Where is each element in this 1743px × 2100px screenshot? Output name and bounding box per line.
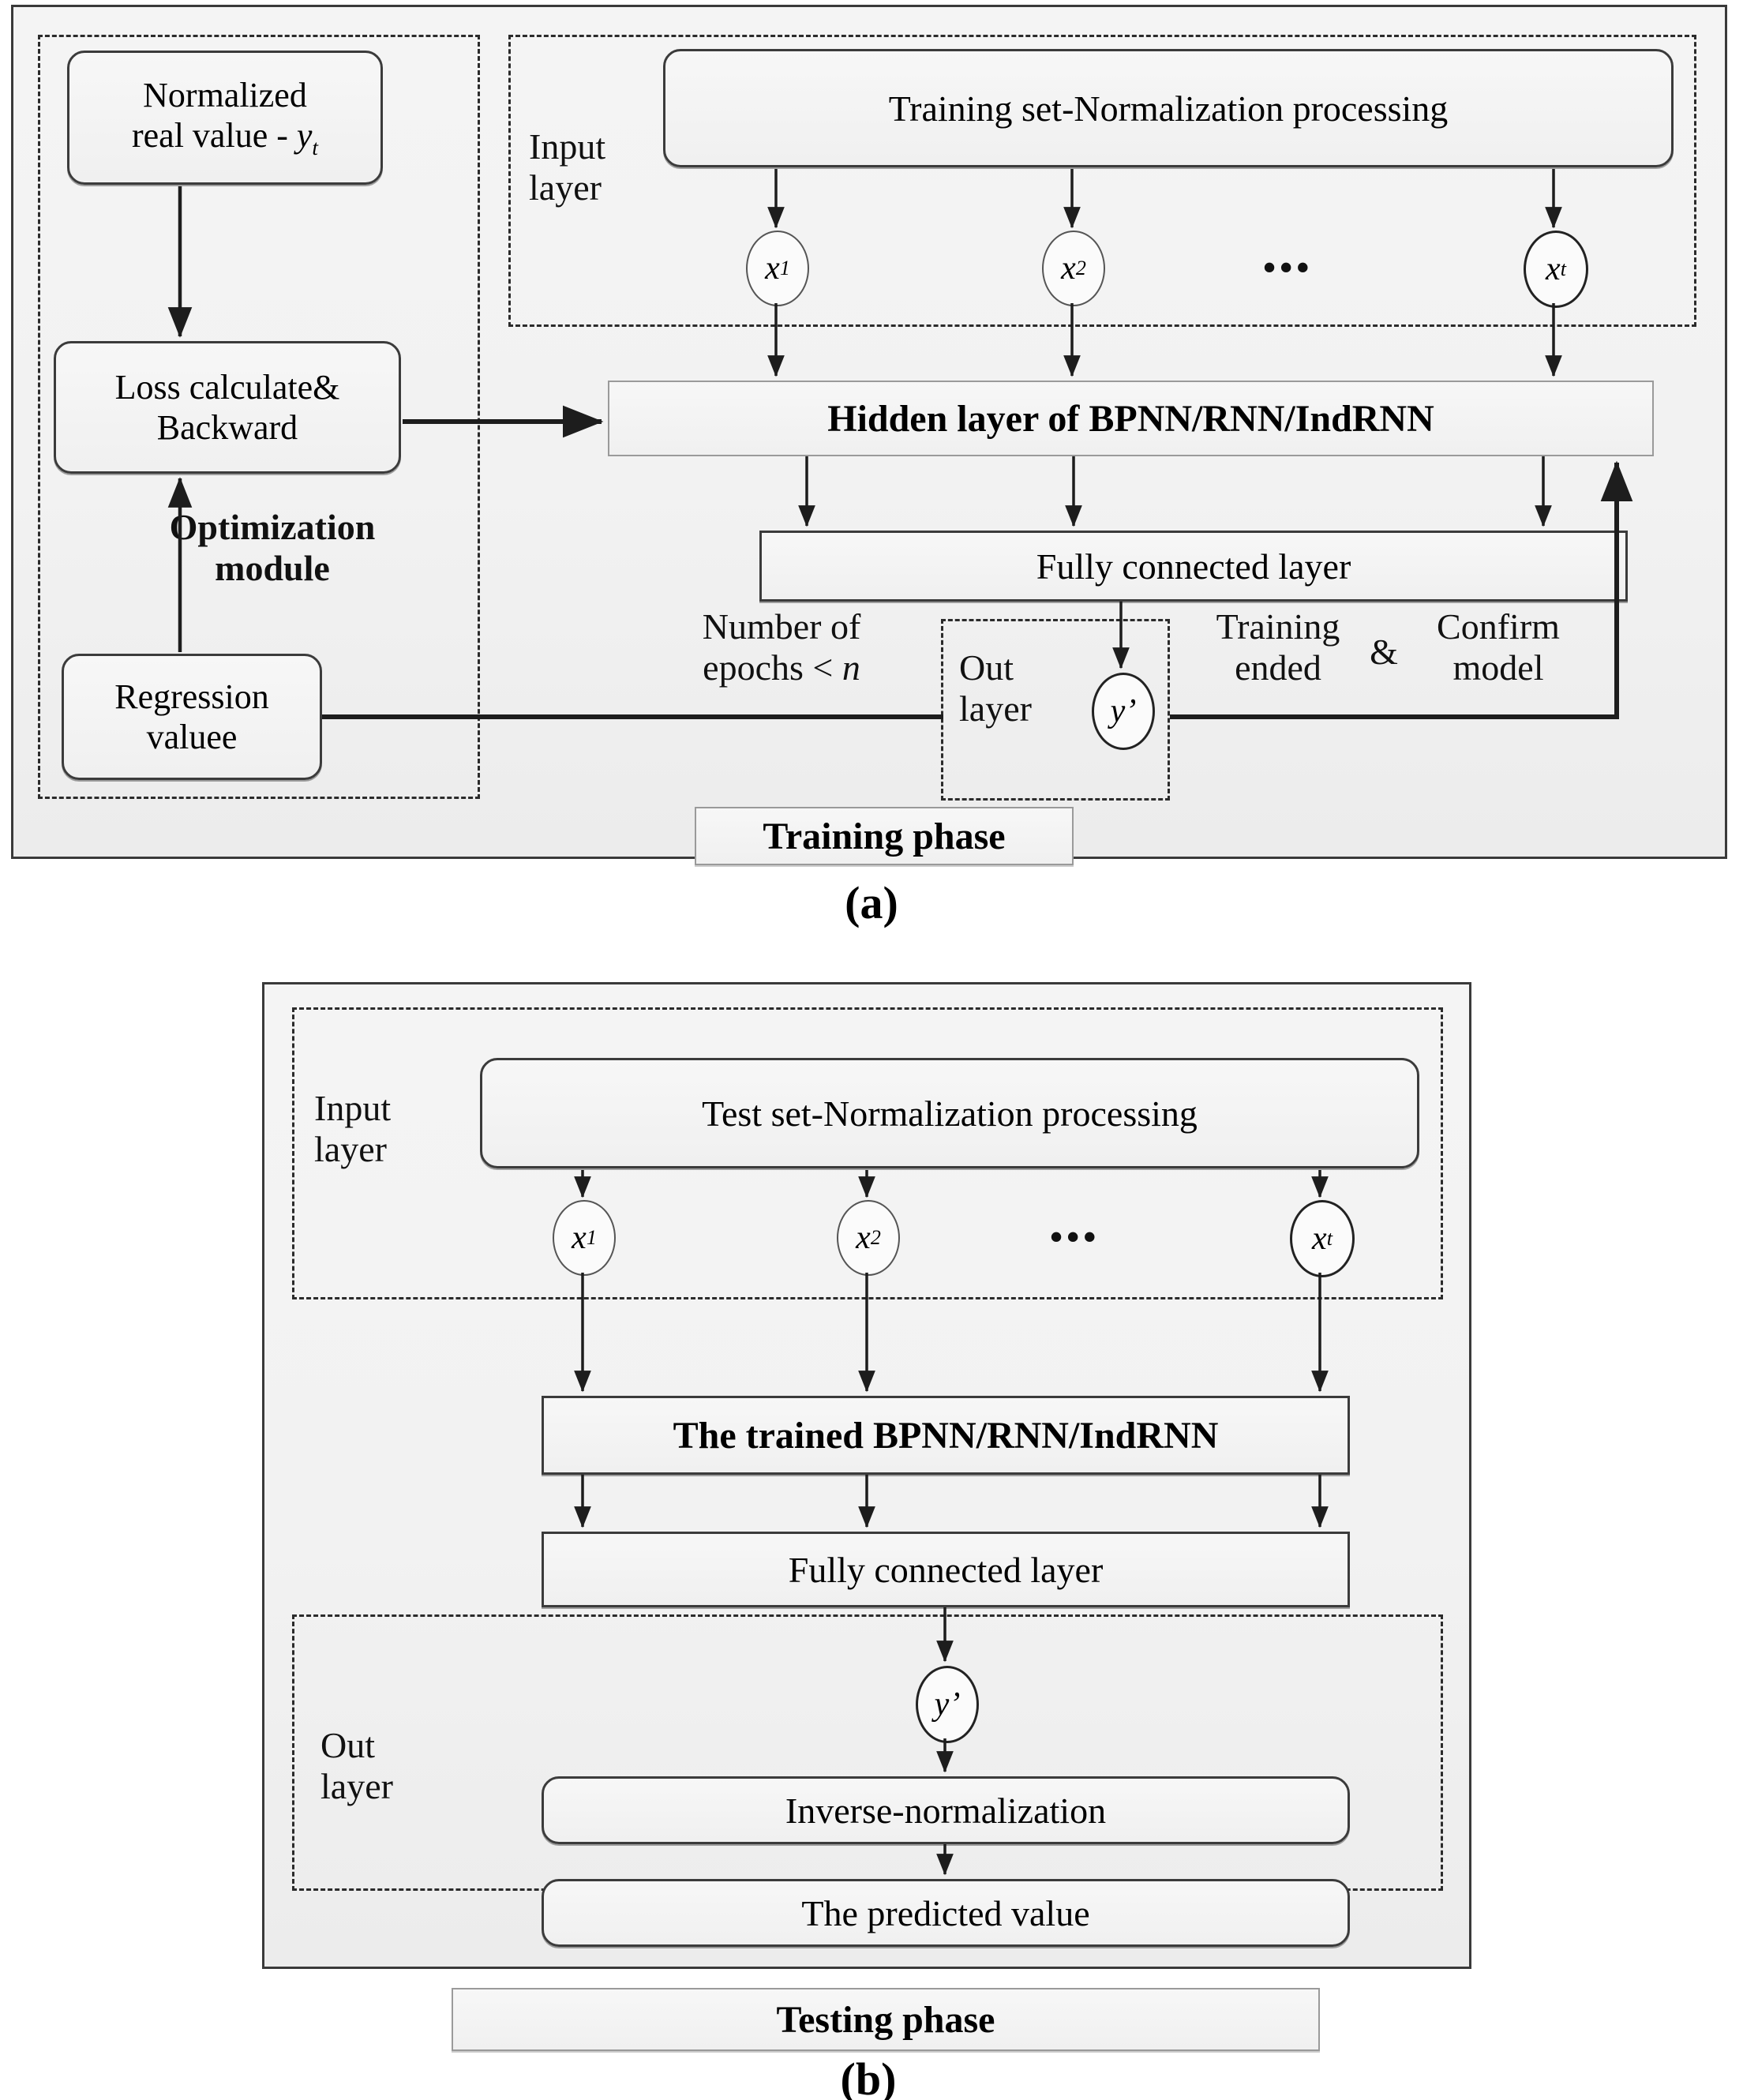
input-node-x2-symbol: x: [1061, 250, 1076, 287]
input-ellipsis-a: •••: [1263, 247, 1314, 287]
caption-a: (a): [845, 877, 898, 928]
group-input-layer-a: [508, 35, 1696, 327]
epochs-line1: Number of: [702, 606, 861, 647]
input-node-xt-symbol: x: [1546, 251, 1561, 287]
normalized-real-value-line1: Normalized: [143, 76, 307, 115]
output-node-yprime-b-symbol: y’: [934, 1686, 961, 1723]
box-training-set-normalization[interactable]: Training set-Normalization processing: [663, 49, 1674, 167]
input-node-xt-subscript: t: [1560, 257, 1566, 280]
loss-line1: Loss calculate&: [114, 368, 340, 407]
group-out-layer-a: [941, 619, 1170, 801]
label-training-ended: Training ended: [1179, 606, 1377, 688]
label-out-layer-b: Out layer: [320, 1725, 470, 1806]
box-testing-phase: Testing phase: [452, 1988, 1320, 2051]
regression-line1: Regression: [114, 677, 269, 716]
output-node-yprime-a[interactable]: y’: [1092, 673, 1155, 750]
confirm-line2: model: [1452, 647, 1544, 688]
epochs-symbol: n: [842, 647, 860, 688]
normalized-real-value-subscript: t: [312, 135, 318, 159]
regression-line2: valuee: [146, 718, 238, 756]
out-layer-b-line2: layer: [320, 1765, 393, 1806]
loss-line2: Backward: [156, 408, 298, 447]
out-layer-b-line1: Out: [320, 1725, 375, 1765]
input-node-x1-b-subscript: 1: [586, 1226, 597, 1249]
box-training-phase: Training phase: [695, 807, 1074, 865]
group-optimization-module: [38, 35, 480, 799]
epochs-line2: epochs <: [703, 647, 842, 688]
optimization-module-line2: module: [215, 547, 330, 588]
input-node-x1-symbol: x: [765, 250, 780, 287]
optimization-module-line1: Optimization: [169, 507, 376, 547]
box-fully-connected-layer-b[interactable]: Fully connected layer: [542, 1532, 1350, 1607]
input-layer-b-line1: Input: [314, 1088, 392, 1128]
input-ellipsis-b: •••: [1050, 1217, 1100, 1257]
training-ended-line2: ended: [1235, 647, 1321, 688]
label-input-layer-b: Input layer: [314, 1088, 464, 1169]
box-regression-value[interactable]: Regression valuee: [62, 654, 322, 780]
out-layer-a-line1: Out: [959, 647, 1014, 688]
training-ended-line1: Training: [1216, 606, 1340, 647]
input-node-x2-b-symbol: x: [856, 1220, 871, 1256]
input-node-x1-b-symbol: x: [572, 1220, 587, 1256]
confirm-line1: Confirm: [1437, 606, 1560, 647]
normalized-real-value-line2: real value -: [132, 116, 297, 156]
label-optimization-module: Optimization module: [87, 507, 458, 588]
input-layer-a-line2: layer: [529, 167, 602, 208]
output-node-yprime-symbol: y’: [1110, 693, 1137, 729]
input-layer-a-line1: Input: [529, 126, 606, 167]
caption-b: (b): [840, 2053, 897, 2100]
input-layer-b-line2: layer: [314, 1128, 387, 1169]
input-node-x2-b-subscript: 2: [870, 1226, 881, 1249]
box-loss-calculate-backward[interactable]: Loss calculate& Backward: [54, 341, 401, 474]
input-node-x2-subscript: 2: [1075, 257, 1086, 279]
box-hidden-layer[interactable]: Hidden layer of BPNN/RNN/IndRNN: [608, 381, 1654, 456]
box-fully-connected-layer-a[interactable]: Fully connected layer: [759, 531, 1628, 602]
label-input-layer-a: Input layer: [529, 126, 679, 208]
input-node-xt-b-symbol: x: [1312, 1221, 1327, 1257]
input-node-x1-subscript: 1: [779, 257, 790, 279]
label-number-of-epochs: Number of epochs < n: [632, 606, 931, 688]
box-normalized-real-value[interactable]: Normalized real value - yt: [67, 51, 383, 185]
out-layer-a-line2: layer: [959, 688, 1032, 729]
box-inverse-normalization[interactable]: Inverse-normalization: [542, 1776, 1350, 1844]
label-out-layer-a: Out layer: [959, 647, 1085, 729]
label-confirm-model: Confirm model: [1396, 606, 1601, 688]
output-node-yprime-b[interactable]: y’: [916, 1666, 979, 1743]
box-trained-model[interactable]: The trained BPNN/RNN/IndRNN: [542, 1396, 1350, 1475]
box-predicted-value[interactable]: The predicted value: [542, 1879, 1350, 1947]
normalized-real-value-symbol: y: [296, 116, 313, 156]
input-node-xt-b-subscript: t: [1326, 1227, 1333, 1250]
box-test-set-normalization[interactable]: Test set-Normalization processing: [480, 1058, 1419, 1168]
